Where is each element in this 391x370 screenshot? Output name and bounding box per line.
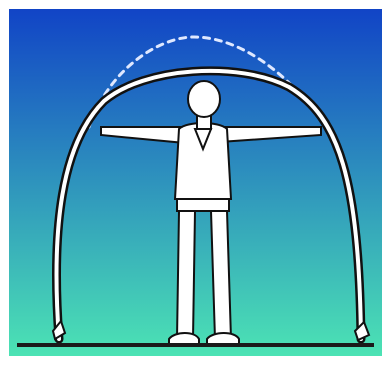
illustration-panel bbox=[9, 9, 382, 356]
illustration-svg bbox=[9, 9, 382, 356]
